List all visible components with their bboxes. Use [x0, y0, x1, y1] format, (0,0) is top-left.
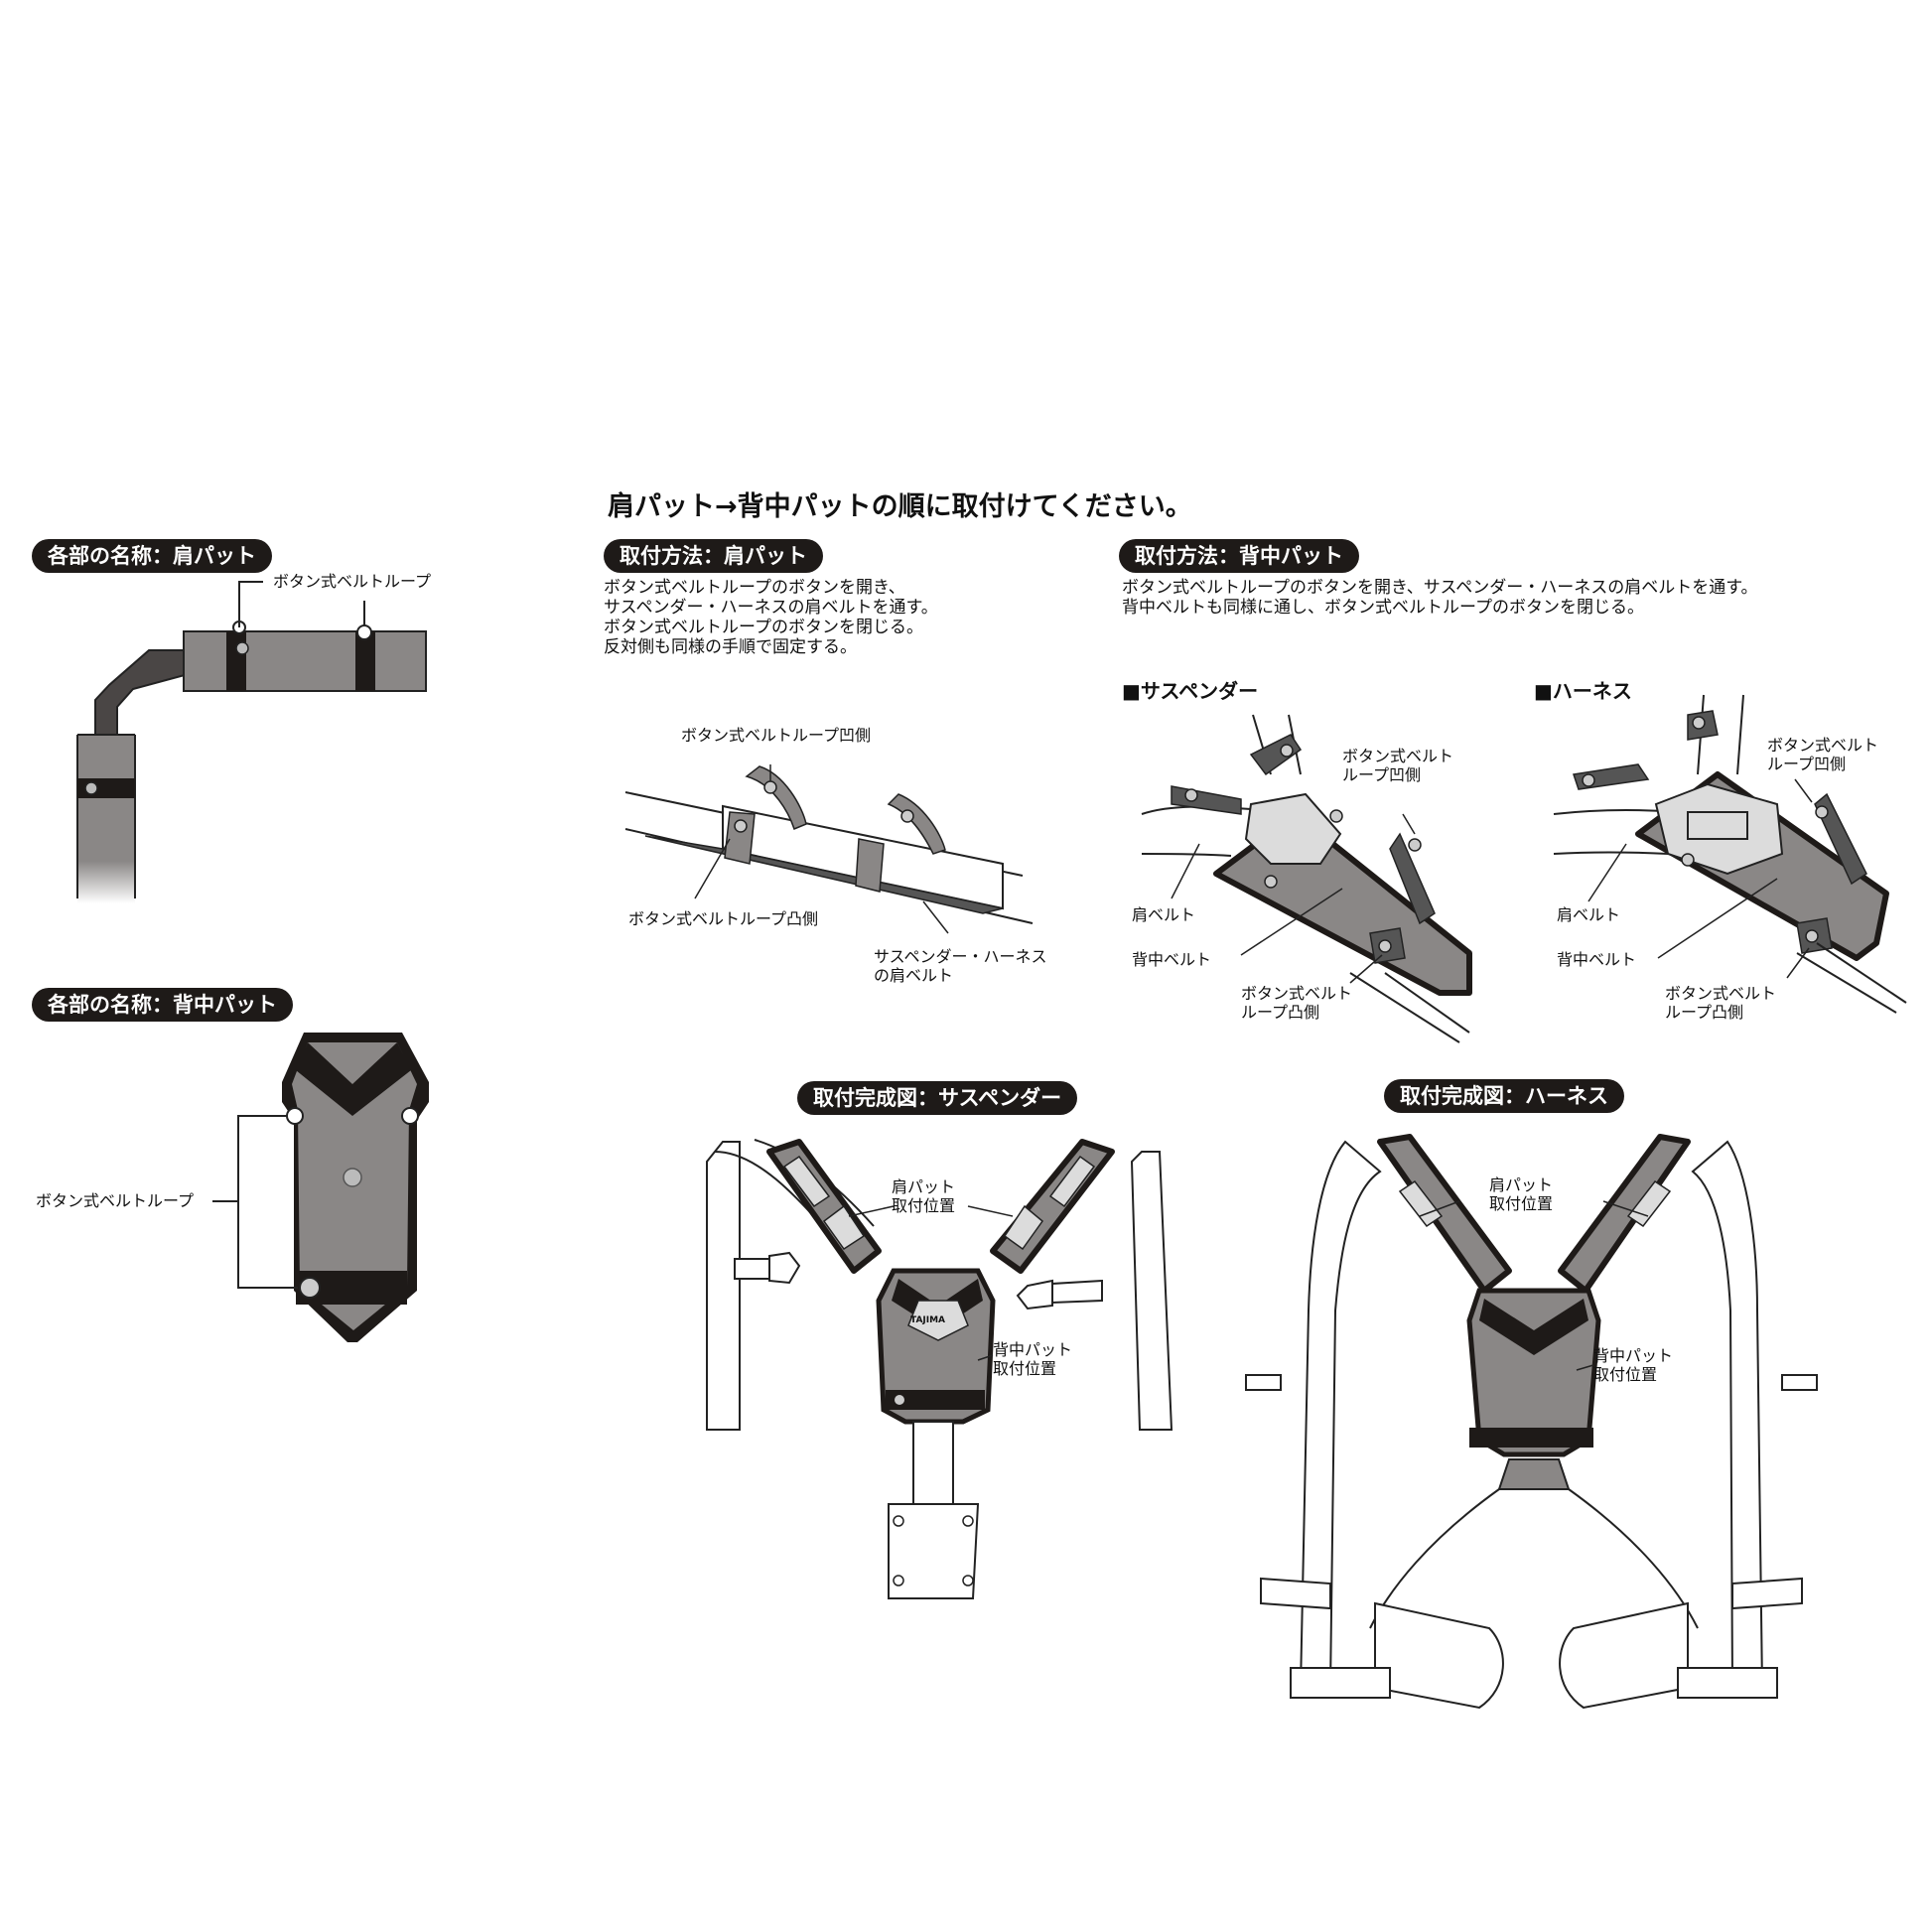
label-har-shoulder-belt: 肩ベルト: [1557, 905, 1621, 924]
label-loop-concave: ボタン式ベルトループ凹側: [681, 726, 872, 745]
section-parts-shoulder: 各部の名称：肩パット: [32, 539, 272, 573]
install-back-harness-illustration: [1553, 694, 1907, 1014]
section-parts-back: 各部の名称：背中パット: [32, 988, 293, 1022]
instruction-line: ボタン式ベルトループのボタンを閉じる。: [604, 618, 923, 637]
complete-suspender-illustration: [706, 1139, 1173, 1599]
install-back-instructions: ボタン式ベルトループのボタンを開き、サスペンダー・ハーネスの肩ベルトを通す。 背…: [1122, 578, 1758, 618]
install-back-suspender-illustration: [1141, 714, 1472, 1043]
label-sus-loop-convex: ボタン式ベルト ループ凸側: [1241, 984, 1352, 1022]
label-line: 肩パット: [1489, 1175, 1554, 1194]
label-line: 背中パット: [1593, 1346, 1674, 1365]
label-har-back-belt: 背中ベルト: [1557, 950, 1637, 969]
label-line: ボタン式ベルト: [1342, 747, 1454, 765]
label-line: ボタン式ベルト: [1241, 984, 1353, 1003]
label-button-loop: ボタン式ベルトループ: [273, 572, 432, 591]
install-shoulder-illustration: [624, 764, 1034, 934]
label-sus-loop-concave: ボタン式ベルト ループ凹側: [1342, 747, 1453, 784]
section-complete-suspender: 取付完成図：サスペンダー: [797, 1081, 1078, 1115]
label-line: ループ凹側: [1767, 755, 1847, 773]
main-title: 肩パット→背中パットの順に取付けてください。: [608, 491, 1192, 522]
label-loop-convex: ボタン式ベルトループ凸側: [628, 909, 819, 928]
label-line: 肩パット: [892, 1177, 956, 1196]
label-har-back-position: 背中パット 取付位置: [1593, 1346, 1673, 1384]
label-sus-shoulder-position: 肩パット 取付位置: [892, 1177, 955, 1215]
instruction-line: サスペンダー・ハーネスの肩ベルトを通す。: [604, 598, 938, 618]
label-sus-back-belt: 背中ベルト: [1132, 950, 1212, 969]
label-line: ボタン式ベルト: [1665, 984, 1777, 1003]
label-sus-back-position: 背中パット 取付位置: [993, 1340, 1072, 1378]
label-line: 背中パット: [993, 1340, 1073, 1359]
section-install-back: 取付方法：背中パット: [1119, 539, 1359, 573]
label-button-loop-back: ボタン式ベルトループ: [36, 1191, 195, 1210]
instruction-line: ボタン式ベルトループのボタンを開き、: [604, 578, 905, 598]
instruction-line: 反対側も同様の手順で固定する。: [604, 637, 857, 657]
label-shoulder-belt: サスペンダー・ハーネス の肩ベルト: [874, 947, 1047, 985]
install-shoulder-instructions: ボタン式ベルトループのボタンを開き、 サスペンダー・ハーネスの肩ベルトを通す。 …: [604, 578, 938, 657]
label-sus-shoulder-belt: 肩ベルト: [1132, 905, 1196, 924]
label-line: ボタン式ベルト: [1767, 736, 1879, 755]
label-har-shoulder-position: 肩パット 取付位置: [1489, 1175, 1553, 1213]
subheading-suspender: ■サスペンダー: [1122, 679, 1259, 703]
section-install-shoulder: 取付方法：肩パット: [604, 539, 823, 573]
label-line: 取付位置: [993, 1359, 1057, 1378]
label-line: 取付位置: [1593, 1365, 1658, 1384]
label-line: 取付位置: [892, 1196, 956, 1215]
section-complete-harness: 取付完成図：ハーネス: [1384, 1079, 1624, 1113]
label-line: ループ凸側: [1241, 1003, 1320, 1022]
complete-harness-illustration: [1245, 1134, 1818, 1710]
label-line: 取付位置: [1489, 1194, 1554, 1213]
label-har-loop-convex: ボタン式ベルト ループ凸側: [1665, 984, 1776, 1022]
label-line: の肩ベルト: [874, 966, 954, 985]
label-line: サスペンダー・ハーネス: [874, 947, 1047, 966]
instruction-line: ボタン式ベルトループのボタンを開き、サスペンダー・ハーネスの肩ベルトを通す。: [1122, 578, 1758, 598]
subheading-harness: ■ハーネス: [1534, 679, 1632, 703]
shoulder-pad-parts-illustration: [76, 581, 427, 903]
label-line: ループ凸側: [1665, 1003, 1744, 1022]
label-line: ループ凹側: [1342, 765, 1422, 784]
label-har-loop-concave: ボタン式ベルト ループ凹側: [1767, 736, 1878, 773]
tajima-logo: TAJIMA: [910, 1315, 946, 1325]
back-pad-parts-illustration: [212, 1033, 429, 1342]
instruction-line: 背中ベルトも同様に通し、ボタン式ベルトループのボタンを閉じる。: [1122, 598, 1644, 618]
